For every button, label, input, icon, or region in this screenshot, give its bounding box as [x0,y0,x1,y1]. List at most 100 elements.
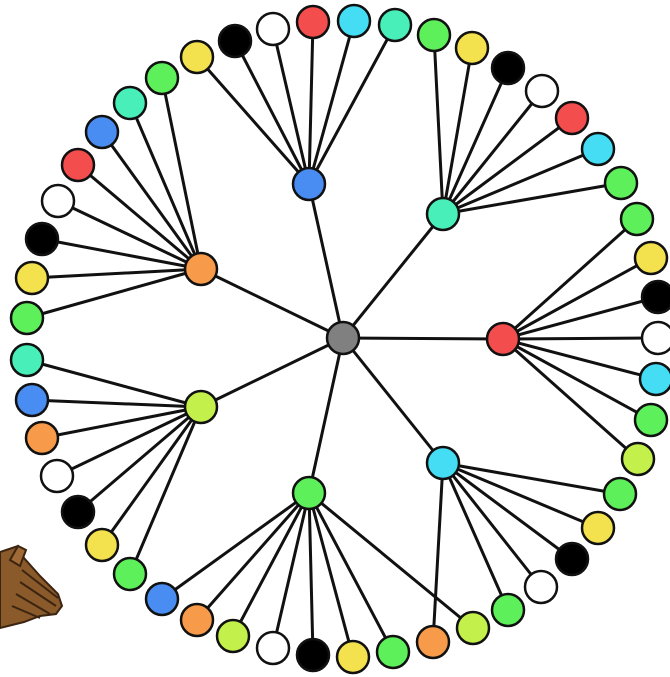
edge-lime-hub-to-leaf [55,405,203,478]
edge-blue-hub-to-leaf [271,27,311,186]
edge-green-hub-to-leaf [231,491,311,638]
hub-node-lime [183,389,219,425]
edge-lime-hub-to-leaf [76,405,203,514]
leaf-node-black [60,494,96,530]
leaf-node-green [144,60,180,96]
edge-cyan-hub-to-leaf [431,461,445,644]
leaf-node-green [375,634,411,670]
leaf-node-green [112,556,148,592]
leaf-node-lime [455,610,491,646]
leaf-node-green [602,476,638,512]
edge-aqua-hub-to-leaf [441,147,600,216]
leaf-node-yellow [633,240,669,276]
root-node [325,320,361,356]
edge-aqua-hub-to-leaf [441,181,623,216]
edge-green-hub-to-leaf [307,491,395,654]
edge-orange-hub-to-leaf [25,267,203,320]
edge-cyan-hub-to-leaf [441,461,543,589]
leaf-node-aqua [377,7,413,43]
edge-green-hub-to-leaf [271,491,311,650]
leaf-node-cyan [580,131,616,167]
edge-blue-hub-to-leaf [307,19,356,186]
edge-red-hub-to-leaf [501,295,660,341]
node-layer [9,3,670,675]
leaf-node-yellow [335,639,371,675]
edge-red-hub-to-leaf [501,337,658,381]
leaf-node-blue [84,114,120,150]
edge-blue-hub-to-leaf [307,20,315,186]
leaf-node-red [60,147,96,183]
edge-green-hub-to-leaf [307,491,315,657]
edge-cyan-hub-to-leaf [441,461,574,561]
edge-red-hub-to-leaf [501,256,653,341]
edge-orange-hub-to-leaf [30,267,203,280]
edge-blue-hub-to-leaf [307,23,397,186]
hub-node-blue [291,166,327,202]
edge-orange-hub-to-leaf [100,130,203,271]
edge-cyan-hub-to-leaf [441,461,510,612]
leaf-node-blue [144,581,180,617]
leaf-node-white [39,458,75,494]
hub-node-aqua [425,196,461,232]
edge-root-to-orange-hub [199,267,345,340]
leaf-node-white [523,569,559,605]
leaf-node-green [633,402,669,438]
edge-aqua-hub-to-leaf [441,66,510,216]
edge-orange-hub-to-leaf [128,101,203,271]
edge-root-to-red-hub [341,336,505,341]
leaf-node-white [255,630,291,666]
edge-root-to-aqua-hub [341,212,445,340]
leaf-node-white [255,11,291,47]
leaf-node-orange [415,624,451,660]
edge-orange-hub-to-leaf [40,237,203,271]
leaf-node-aqua [112,85,148,121]
edge-root-to-lime-hub [199,336,345,409]
leaf-node-black [640,279,670,315]
leaf-node-yellow [84,527,120,563]
edge-lime-hub-to-leaf [100,405,203,547]
edge-blue-hub-to-leaf [233,39,311,186]
leaf-node-cyan [638,361,670,397]
leaf-node-red [554,100,590,136]
leaf-node-green [603,165,639,201]
edge-cyan-hub-to-leaf [441,461,600,530]
edge-lime-hub-to-leaf [30,398,203,409]
edge-red-hub-to-leaf [501,217,639,341]
leaf-node-yellow [454,30,490,66]
leaf-node-black [24,221,60,257]
edge-green-hub-to-leaf [307,491,475,630]
edge-blue-hub-to-leaf [195,55,311,186]
leaf-node-white [524,73,560,109]
leaf-node-lime [215,618,251,654]
edge-lime-hub-to-leaf [25,358,203,409]
edge-lime-hub-to-leaf [128,405,203,576]
edge-root-to-blue-hub [307,182,345,340]
leaf-node-aqua [9,342,45,378]
leaf-node-green [9,300,45,336]
edge-aqua-hub-to-leaf [441,89,544,216]
leaf-node-lime [620,441,656,477]
leaf-node-yellow [580,510,616,546]
leaf-node-orange [24,420,60,456]
pointing-hand-icon [0,544,64,630]
edge-green-hub-to-leaf [195,491,311,622]
edge-layer [25,19,660,659]
leaf-node-green [490,592,526,628]
hub-node-red [485,321,521,357]
edge-orange-hub-to-leaf [160,76,203,271]
edge-red-hub-to-leaf [501,337,653,422]
leaf-node-green [416,17,452,53]
leaf-node-yellow [14,260,50,296]
leaf-node-cyan [336,3,372,39]
leaf-node-white [640,320,670,356]
edge-aqua-hub-to-leaf [432,33,445,216]
hub-node-cyan [425,445,461,481]
edge-green-hub-to-leaf [307,491,355,659]
leaf-node-blue [14,382,50,418]
edge-orange-hub-to-leaf [76,163,203,271]
leaf-node-yellow [179,39,215,75]
edge-lime-hub-to-leaf [40,405,203,440]
leaf-node-orange [179,602,215,638]
edge-orange-hub-to-leaf [56,199,203,271]
